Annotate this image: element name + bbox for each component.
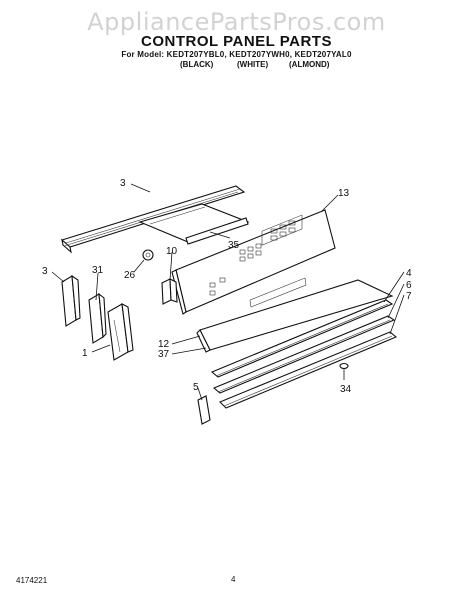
page-title: CONTROL PANEL PARTS bbox=[141, 33, 332, 50]
callout-31: 31 bbox=[92, 265, 104, 276]
part-trim-strips bbox=[210, 299, 398, 409]
part-screw bbox=[339, 362, 349, 370]
callout-26: 26 bbox=[124, 270, 136, 281]
part-end-bracket bbox=[197, 395, 211, 425]
callout-3-left: 3 bbox=[42, 266, 48, 277]
callout-13: 13 bbox=[338, 188, 350, 199]
callout-35: 35 bbox=[228, 240, 240, 251]
callout-7: 7 bbox=[406, 291, 412, 302]
part-clip bbox=[142, 249, 154, 261]
part-side-bracket bbox=[88, 292, 107, 344]
color-label-white: (WHITE) bbox=[237, 60, 269, 69]
color-label-black: (BLACK) bbox=[180, 60, 214, 69]
callout-10: 10 bbox=[166, 246, 178, 257]
callout-6: 6 bbox=[406, 280, 412, 291]
page-number: 4 bbox=[231, 575, 236, 584]
part-control-panel bbox=[171, 209, 336, 315]
part-end-cap-left bbox=[61, 274, 81, 327]
callout-4: 4 bbox=[406, 268, 412, 279]
part-shield-sheet bbox=[138, 203, 250, 245]
part-back-panel bbox=[196, 279, 394, 353]
document-code: 4174221 bbox=[16, 576, 48, 585]
part-bracket bbox=[161, 278, 178, 305]
callout-34: 34 bbox=[340, 384, 352, 395]
color-label-almond: (ALMOND) bbox=[289, 60, 330, 69]
callout-5: 5 bbox=[193, 382, 199, 393]
model-numbers: For Model: KEDT207YBL0, KEDT207YWH0, KED… bbox=[121, 50, 352, 59]
callout-3-top: 3 bbox=[120, 178, 126, 189]
callout-1: 1 bbox=[82, 348, 88, 359]
part-end-piece bbox=[107, 303, 134, 361]
callout-12: 12 bbox=[158, 339, 170, 350]
watermark: AppliancePartsPros.com bbox=[87, 8, 386, 36]
callout-37: 37 bbox=[158, 349, 170, 360]
leader-lines bbox=[51, 183, 405, 401]
